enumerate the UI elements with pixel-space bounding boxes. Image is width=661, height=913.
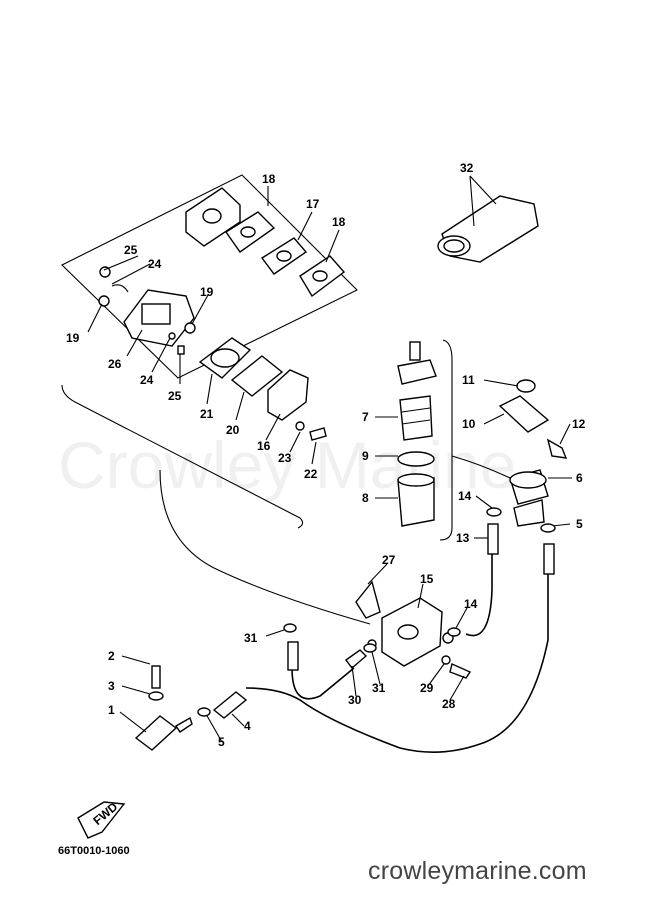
callout-leaders xyxy=(87,175,572,743)
callout-2: 2 xyxy=(108,649,115,663)
callout-19a: 19 xyxy=(200,285,214,299)
callout-5b: 5 xyxy=(576,517,583,531)
fuel-hose-connector xyxy=(291,667,355,700)
callout-18a: 18 xyxy=(262,172,276,186)
callout-32: 32 xyxy=(460,161,474,175)
callout-1: 1 xyxy=(108,703,115,717)
fuel-pump-body-26 xyxy=(98,266,196,355)
callout-24a: 24 xyxy=(148,257,162,271)
callout-28: 28 xyxy=(442,697,456,711)
callout-14a: 14 xyxy=(458,489,472,503)
fuel-hose-upper xyxy=(159,469,371,625)
fuel-hose-main xyxy=(245,560,549,753)
callout-21: 21 xyxy=(200,407,214,421)
plate-gasket-stack xyxy=(185,187,346,298)
callout-13: 13 xyxy=(456,531,470,545)
callout-8: 8 xyxy=(362,491,369,505)
o-rings xyxy=(197,507,556,717)
callout-numbers: 1 2 3 4 5 5 6 7 8 9 10 11 12 13 14 14 15… xyxy=(66,161,586,749)
callout-31a: 31 xyxy=(244,631,258,645)
callout-25a: 25 xyxy=(124,243,138,257)
fuel-filter-stack xyxy=(397,341,437,527)
group-bracket-right xyxy=(439,339,453,541)
callout-15: 15 xyxy=(420,572,434,586)
callout-5a: 5 xyxy=(218,735,225,749)
site-text: crowleymarine.com xyxy=(368,857,587,885)
fuel-hose-return xyxy=(465,540,493,637)
callout-6: 6 xyxy=(576,471,583,485)
callout-26: 26 xyxy=(108,357,122,371)
fuel-connector-1 xyxy=(134,665,193,751)
callout-9: 9 xyxy=(362,449,369,463)
callout-11: 11 xyxy=(462,373,475,387)
callout-17: 17 xyxy=(306,197,320,211)
callout-20: 20 xyxy=(226,423,240,437)
callout-19b: 19 xyxy=(66,331,80,345)
callout-16: 16 xyxy=(257,439,271,453)
callout-14b: 14 xyxy=(464,597,478,611)
callout-27: 27 xyxy=(382,553,396,567)
callout-22: 22 xyxy=(304,467,318,481)
drawing-code: 66T0010-1060 xyxy=(58,845,130,857)
kit-group-outline xyxy=(61,174,358,379)
pump-diaphragm-set xyxy=(198,337,327,441)
callout-24b: 24 xyxy=(140,373,154,387)
callout-23: 23 xyxy=(278,451,292,465)
group-bracket-left xyxy=(61,384,304,529)
callout-10: 10 xyxy=(462,417,476,431)
callout-4: 4 xyxy=(244,719,251,733)
fwd-arrow-icon: FWD xyxy=(77,799,126,839)
filter-sleeve-32 xyxy=(437,195,539,263)
callout-25b: 25 xyxy=(168,389,182,403)
leader-filter xyxy=(451,455,511,479)
watermark-text: Crowley Marine xyxy=(58,428,516,502)
callout-30: 30 xyxy=(348,693,362,707)
callout-7: 7 xyxy=(362,410,369,424)
hose-pieces xyxy=(212,523,555,719)
callout-18b: 18 xyxy=(332,215,346,229)
callout-29: 29 xyxy=(420,681,434,695)
fuel-pump-15 xyxy=(355,580,472,679)
filter-bracket-assembly xyxy=(498,379,568,527)
callout-31b: 31 xyxy=(372,681,386,695)
callout-3: 3 xyxy=(108,679,115,693)
callout-12: 12 xyxy=(572,417,586,431)
